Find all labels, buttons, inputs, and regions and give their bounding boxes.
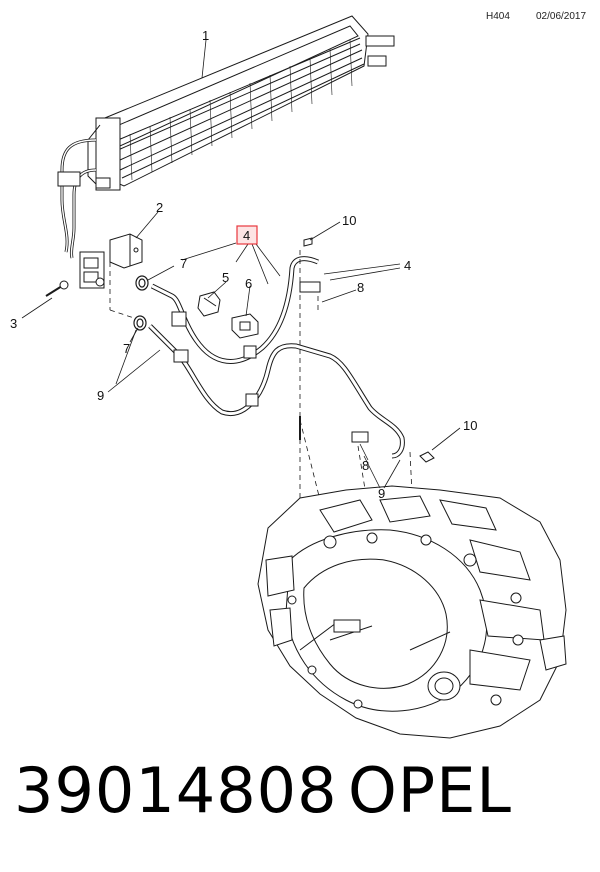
bracket-2 (109, 233, 143, 269)
callout-6: 6 (245, 276, 252, 291)
diagram-code: H404 (486, 11, 510, 22)
callout-10-upper: 10 (342, 213, 356, 228)
transmission-housing (257, 485, 567, 739)
callout-8-lower: 8 (362, 458, 369, 473)
callout-3: 3 (10, 316, 17, 331)
callout-10-lower: 10 (463, 418, 477, 433)
callout-9-left: 9 (97, 388, 104, 403)
brand-name: OPEL (348, 754, 512, 827)
callout-4-highlighted: 4 (243, 228, 250, 243)
seal-7 (133, 275, 149, 331)
callout-2: 2 (156, 200, 163, 215)
cooler-pipes (148, 237, 435, 463)
callout-8-upper: 8 (357, 280, 364, 295)
callout-4-highlight-box (236, 225, 258, 245)
callout-9-right: 9 (378, 486, 385, 501)
part-number: 39014808 (14, 754, 338, 827)
callout-5: 5 (222, 270, 229, 285)
callout-4: 4 (404, 258, 411, 273)
callout-7-lower: 7 (123, 341, 130, 356)
clip-5 (197, 291, 221, 317)
callout-1: 1 (202, 28, 209, 43)
callout-leaders (21, 39, 461, 489)
fitting-block (79, 251, 105, 289)
transmission-cooler (57, 15, 395, 259)
clip-6 (231, 313, 259, 339)
bolt-3 (45, 280, 69, 297)
callout-7-upper: 7 (180, 256, 187, 271)
diagram-date: 02/06/2017 (536, 11, 587, 22)
